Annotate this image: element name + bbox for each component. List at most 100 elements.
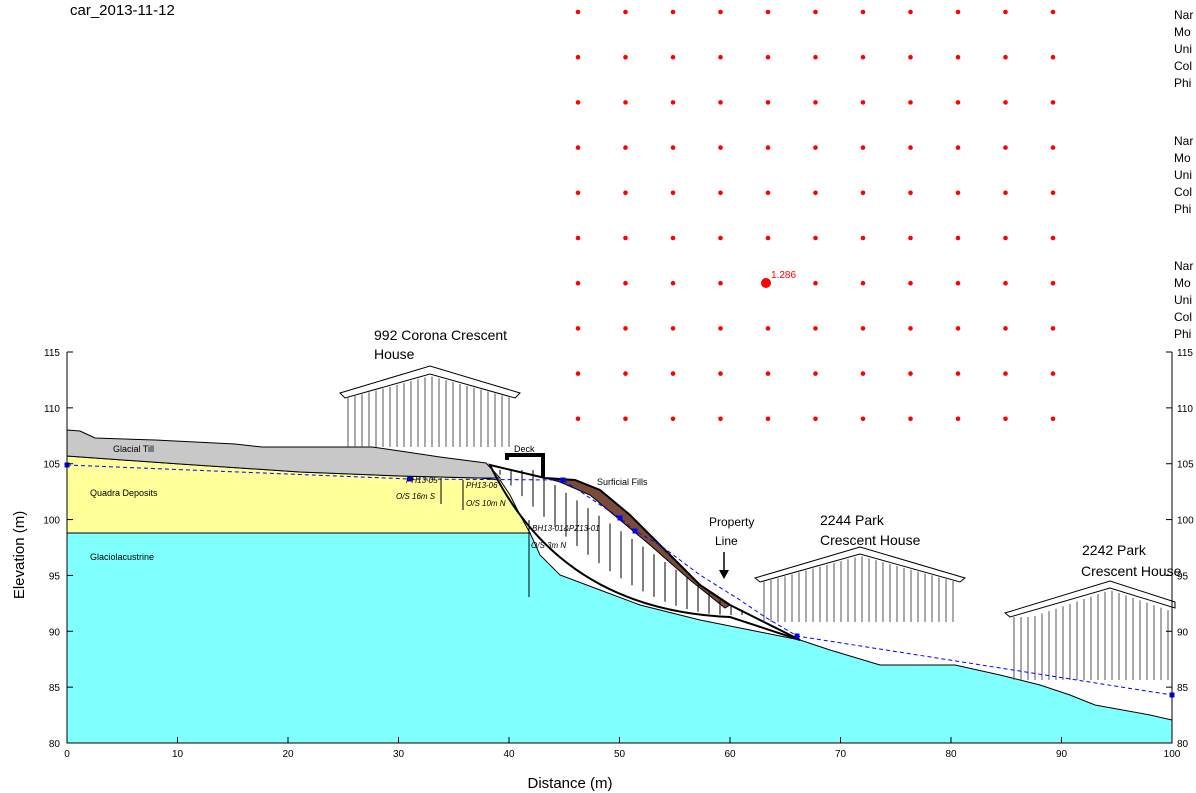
grid-point xyxy=(718,371,723,376)
grid-point xyxy=(860,9,866,15)
grid-point xyxy=(860,235,866,241)
legend-fragment: Nar xyxy=(1174,134,1194,148)
water-table-point xyxy=(560,477,566,483)
grid-point xyxy=(670,190,676,196)
grid-point xyxy=(575,190,581,196)
x-tick-label: 80 xyxy=(945,749,957,760)
grid-point xyxy=(575,371,581,376)
legend-fragment: Nar xyxy=(1174,259,1194,273)
grid-point xyxy=(765,235,771,241)
slip-surface xyxy=(488,463,801,641)
grid-point xyxy=(1050,371,1056,376)
grid-point xyxy=(1003,280,1008,286)
x-tick-label: 20 xyxy=(282,749,294,760)
house-2244 xyxy=(753,546,967,622)
grid-point xyxy=(718,100,723,105)
water-table-point xyxy=(407,476,413,482)
grid-point xyxy=(955,54,961,60)
grid-point xyxy=(908,416,913,422)
y-tick-label: 95 xyxy=(49,571,61,582)
grid-point xyxy=(575,100,581,105)
grid-point xyxy=(718,326,723,331)
y-tick-label: 100 xyxy=(43,516,60,527)
legend-fragment: Col xyxy=(1174,310,1193,324)
grid-point xyxy=(813,145,818,150)
material-legend-group-3: Nar Mo Uni Col Phi xyxy=(1174,258,1193,343)
grid-point xyxy=(1050,235,1056,241)
grid-point xyxy=(1050,9,1056,15)
grid-point xyxy=(813,54,818,60)
borehole-offset-3: O/S 3m N xyxy=(531,541,566,550)
label-quadra: Quadra Deposits xyxy=(90,488,158,498)
label-corona-1: 992 Corona Crescent xyxy=(374,327,507,343)
grid-point xyxy=(718,145,723,150)
material-legend-group-2: Nar Mo Uni Col Phi xyxy=(1174,133,1193,218)
grid-point xyxy=(1003,9,1008,15)
grid-point xyxy=(623,145,628,150)
grid-point xyxy=(1003,416,1008,422)
glacial-till-layer xyxy=(66,429,502,479)
grid-point xyxy=(860,280,866,286)
grid-point xyxy=(623,100,628,105)
grid-point xyxy=(813,416,818,422)
property-line-arrowhead xyxy=(719,570,729,579)
label-2244-2: Crescent House xyxy=(820,532,921,548)
y-tick-label: 115 xyxy=(44,348,60,359)
grid-point xyxy=(623,371,628,376)
y-tick-label-right: 105 xyxy=(1177,460,1194,471)
grid-point xyxy=(860,371,866,376)
grid-point xyxy=(765,326,771,331)
grid-point xyxy=(718,416,723,422)
x-tick-label: 90 xyxy=(1056,749,1068,760)
legend-fragment: Phi xyxy=(1174,76,1192,90)
grid-point xyxy=(908,371,913,376)
legend-fragment: Uni xyxy=(1174,168,1193,182)
grid-point xyxy=(955,190,961,196)
label-deck: Deck xyxy=(514,444,535,454)
y-tick-label-right: 90 xyxy=(1177,627,1189,638)
grid-point xyxy=(813,280,818,286)
legend-fragment: Mo xyxy=(1174,276,1191,290)
house-corona xyxy=(339,365,521,447)
grid-point xyxy=(955,9,961,15)
label-surficial-fills: Surficial Fills xyxy=(597,477,648,487)
grid-point xyxy=(1003,371,1008,376)
label-2242-1: 2242 Park xyxy=(1082,542,1147,558)
grid-point xyxy=(765,145,771,150)
label-2242-2: Crescent House xyxy=(1081,563,1182,579)
x-tick-label: 30 xyxy=(393,749,405,760)
x-tick-label: 70 xyxy=(835,749,847,760)
grid-point xyxy=(1003,54,1008,60)
grid-point xyxy=(813,100,818,105)
grid-point xyxy=(860,416,866,422)
grid-point xyxy=(955,326,961,331)
grid-point xyxy=(623,190,628,196)
grid-point xyxy=(765,190,771,196)
legend-fragment: Phi xyxy=(1174,202,1192,216)
grid-point xyxy=(718,54,723,60)
y-tick-label-right: 85 xyxy=(1177,683,1189,694)
grid-point xyxy=(908,100,913,105)
water-table-point xyxy=(794,633,800,639)
x-tick-label: 10 xyxy=(172,749,184,760)
legend-fragment: Uni xyxy=(1174,42,1193,56)
grid-point xyxy=(1050,54,1056,60)
grid-point xyxy=(1050,326,1056,331)
grid-point xyxy=(718,190,723,196)
legend-fragment: Uni xyxy=(1174,293,1193,307)
borehole-offset-1: O/S 16m S xyxy=(396,492,436,501)
grid-point xyxy=(765,416,771,422)
grid-point xyxy=(1050,100,1056,105)
y-axis-label: Elevation (m) xyxy=(11,511,28,599)
grid-point xyxy=(955,371,961,376)
label-2244-1: 2244 Park xyxy=(820,512,885,528)
grid-point xyxy=(575,235,581,241)
legend-fragment: Phi xyxy=(1174,327,1192,341)
grid-point xyxy=(813,235,818,241)
grid-point xyxy=(813,371,818,376)
label-corona-2: House xyxy=(374,346,415,362)
grid-point xyxy=(575,54,581,60)
y-tick-label: 80 xyxy=(49,739,61,750)
grid-point xyxy=(1003,326,1008,331)
x-tick-label: 40 xyxy=(503,749,515,760)
